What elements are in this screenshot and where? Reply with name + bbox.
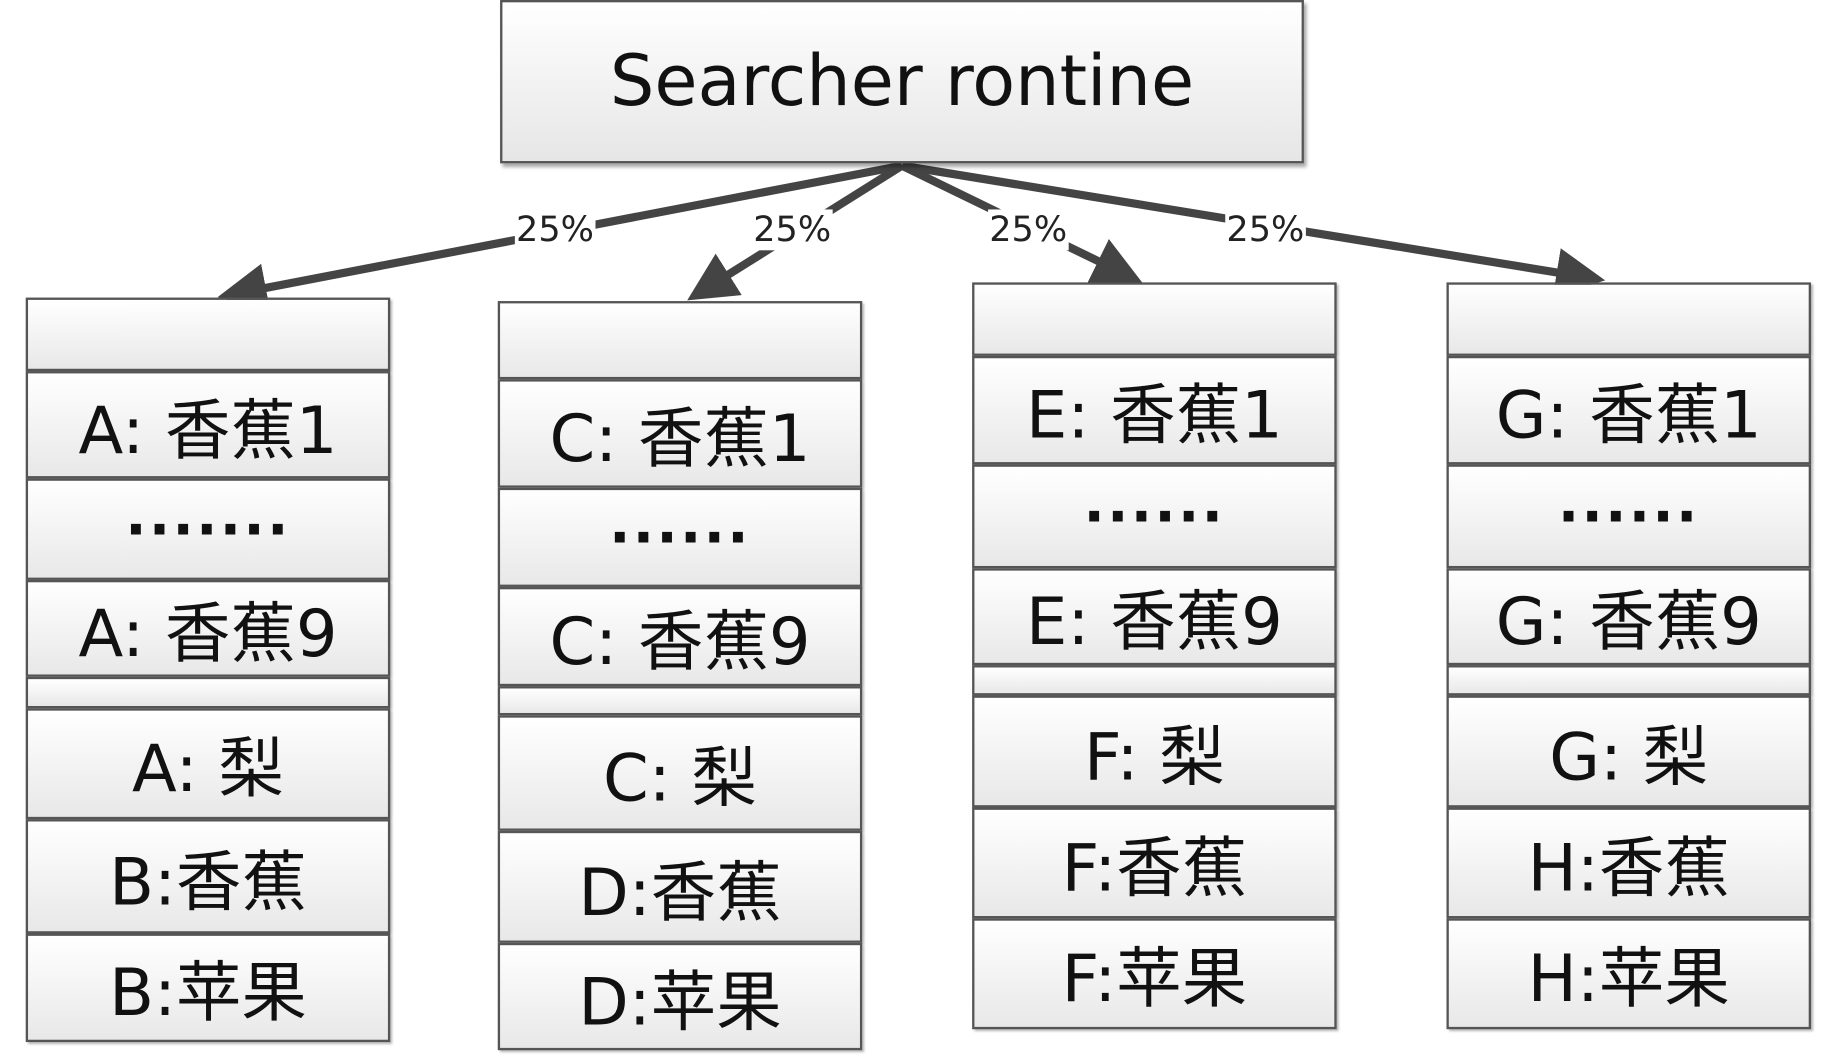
data-slot: A: 香蕉1 bbox=[25, 371, 391, 479]
data-slot: C: 梨 bbox=[497, 715, 863, 831]
data-slot: F:苹果 bbox=[972, 918, 1337, 1030]
data-slot: H:苹果 bbox=[1446, 918, 1812, 1030]
data-slot: C: 香蕉1 bbox=[497, 379, 863, 488]
ellipsis-slot: ······· bbox=[25, 478, 391, 580]
data-slot: D:香蕉 bbox=[497, 830, 863, 943]
data-slot: B:苹果 bbox=[25, 933, 391, 1043]
data-slot: F: 梨 bbox=[972, 695, 1337, 808]
empty-slot bbox=[972, 665, 1337, 696]
empty-slot bbox=[1446, 665, 1812, 696]
data-slot: D:苹果 bbox=[497, 942, 863, 1051]
data-slot: F:香蕉 bbox=[972, 807, 1337, 919]
ellipsis-slot: ······ bbox=[972, 464, 1337, 569]
edge-label: 25% bbox=[1225, 209, 1306, 251]
edge-label: 25% bbox=[988, 209, 1069, 251]
ellipsis-slot: ······ bbox=[1446, 464, 1812, 569]
empty-slot bbox=[497, 686, 863, 716]
edge-label: 25% bbox=[752, 209, 833, 251]
empty-slot bbox=[1446, 282, 1812, 356]
data-slot: G: 香蕉1 bbox=[1446, 355, 1812, 465]
searcher-routine-box: Searcher rontine bbox=[500, 0, 1304, 164]
ellipsis-slot: ······ bbox=[497, 487, 863, 587]
data-slot: G: 梨 bbox=[1446, 695, 1812, 808]
data-slot: E: 香蕉1 bbox=[972, 355, 1337, 465]
empty-slot bbox=[497, 301, 863, 380]
edge-label: 25% bbox=[514, 209, 596, 251]
empty-slot bbox=[25, 297, 391, 372]
data-slot: B:香蕉 bbox=[25, 819, 391, 934]
data-slot: C: 香蕉9 bbox=[497, 586, 863, 687]
empty-slot bbox=[25, 676, 391, 709]
data-slot: H:香蕉 bbox=[1446, 807, 1812, 919]
data-slot: A: 梨 bbox=[25, 708, 391, 820]
data-slot: G: 香蕉9 bbox=[1446, 568, 1812, 666]
data-slot: A: 香蕉9 bbox=[25, 579, 391, 677]
data-slot: E: 香蕉9 bbox=[972, 568, 1337, 666]
empty-slot bbox=[972, 282, 1337, 356]
